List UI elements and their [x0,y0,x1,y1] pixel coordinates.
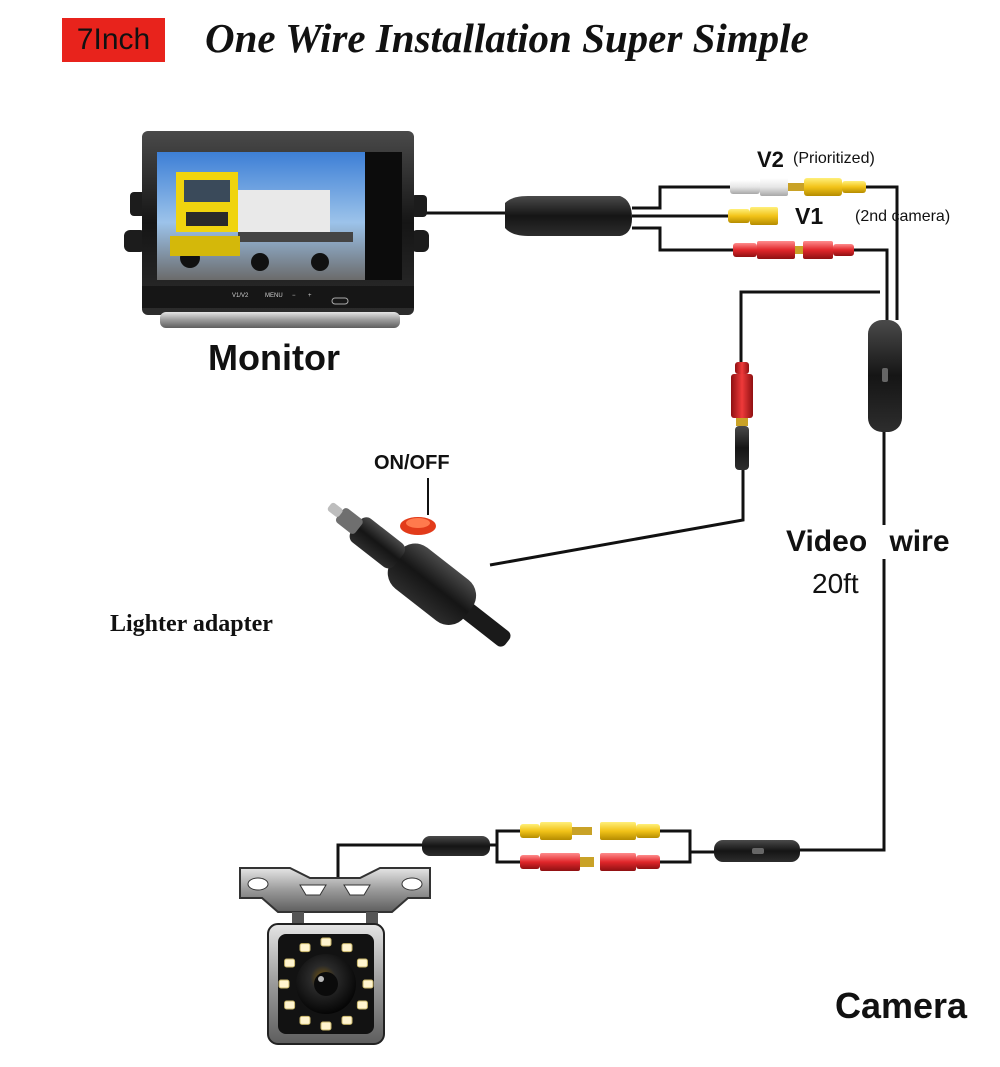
camera-led [320,937,332,947]
camera-led [284,958,296,968]
camera-device [239,867,431,1045]
button-minus-label: − [292,293,296,299]
size-badge: 7Inch [62,18,165,62]
camera-led [356,1000,368,1010]
rca-white-v2-icon [730,178,804,196]
wire-plug-black-icon [714,840,800,862]
cable-lines [336,185,899,878]
rca-red-power-icon [733,241,854,259]
cable-splitter [505,196,632,236]
lighter-adapter-device [327,502,511,647]
camera-led [356,958,368,968]
camera-led [341,943,353,953]
button-v1v2-label: V1/V2 [232,293,249,299]
rca-red-vertical-icon [731,362,753,470]
power-button-icon [331,297,349,305]
lighter-adapter-label: Lighter adapter [110,611,273,637]
camera-led [299,1015,311,1025]
v2-label: V2 [757,147,784,172]
rca-yellow-v2-icon [804,178,866,196]
wire-junction [868,320,902,432]
monitor-buttons: V1/V2 MENU − + [232,293,312,299]
on-off-switch-icon [400,478,436,535]
camera-led [299,943,311,953]
v1-label: V1 [795,203,824,229]
camera-led-ring [278,937,374,1031]
button-plus-label: + [308,293,312,299]
monitor-device [124,131,429,328]
camera-label: Camera [835,985,968,1026]
camera-led [284,1000,296,1010]
second-camera-note: (2nd camera) [855,208,951,225]
camera-plug-black-icon [422,836,490,856]
camera-led [341,1015,353,1025]
camera-rca-red-icon [520,853,660,871]
video-wire-length: 20ft [812,568,859,599]
camera-led [278,979,290,989]
monitor-label: Monitor [208,337,340,378]
rca-yellow-v1-icon [728,207,778,225]
video-wire-label: Video wire [786,525,950,559]
button-menu-label: MENU [265,293,283,299]
on-off-label: ON/OFF [374,452,450,474]
v2-prioritized-note: (Prioritized) [793,150,875,167]
camera-led [320,1021,332,1031]
page-title: One Wire Installation Super Simple [205,15,809,61]
camera-rca-yellow-icon [520,822,660,840]
camera-led [362,979,374,989]
